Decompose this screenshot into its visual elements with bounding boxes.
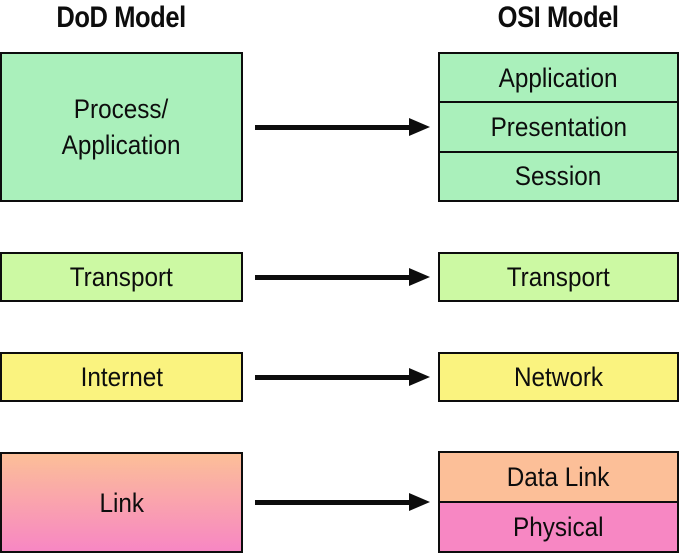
osi-layer-transport-label: Transport xyxy=(506,262,611,292)
arrow-right-icon-transport xyxy=(255,268,430,286)
arrow-head xyxy=(409,368,430,386)
osi-model-title: OSI Model xyxy=(438,0,679,36)
osi-group-upper-layers: Application Presentation Session xyxy=(438,52,679,202)
dod-layer-internet-label: Internet xyxy=(80,362,163,392)
dod-model-title: DoD Model xyxy=(0,0,243,36)
osi-layer-data-link-label: Data Link xyxy=(507,462,610,492)
arrow-line xyxy=(255,275,411,280)
dod-layer-link: Link xyxy=(0,452,243,553)
dod-model-title-text: DoD Model xyxy=(56,1,187,34)
osi-layer-physical: Physical xyxy=(440,503,677,551)
arrow-right-icon-process-application xyxy=(255,118,430,136)
osi-layer-physical-label: Physical xyxy=(513,512,604,542)
arrow-head xyxy=(409,493,430,511)
dod-layer-transport-label: Transport xyxy=(69,262,174,292)
osi-layer-session-label: Session xyxy=(515,161,602,192)
osi-layer-network-label: Network xyxy=(513,362,604,392)
osi-layer-data-link: Data Link xyxy=(440,453,677,503)
arrow-head xyxy=(409,118,430,136)
dod-layer-link-label: Link xyxy=(99,487,144,518)
arrow-line xyxy=(255,125,411,130)
dod-layer-internet: Internet xyxy=(0,352,243,402)
arrow-right-icon-link xyxy=(255,493,430,511)
osi-layer-application-label: Application xyxy=(499,62,618,93)
dod-layer-process-application-label: Process/ Application xyxy=(62,94,181,160)
osi-layer-transport: Transport xyxy=(438,252,679,302)
osi-layer-session: Session xyxy=(440,153,677,200)
osi-layer-network: Network xyxy=(438,352,679,402)
osi-group-lower-layers: Data Link Physical xyxy=(438,451,679,553)
osi-layer-application: Application xyxy=(440,54,677,104)
osi-model-title-text: OSI Model xyxy=(498,1,619,34)
dod-layer-transport: Transport xyxy=(0,252,243,302)
dod-layer-process-application: Process/ Application xyxy=(0,52,243,202)
osi-layer-presentation-label: Presentation xyxy=(490,111,627,142)
arrow-head xyxy=(409,268,430,286)
arrow-right-icon-internet xyxy=(255,368,430,386)
arrow-line xyxy=(255,500,411,505)
arrow-line xyxy=(255,375,411,380)
osi-layer-presentation: Presentation xyxy=(440,103,677,153)
